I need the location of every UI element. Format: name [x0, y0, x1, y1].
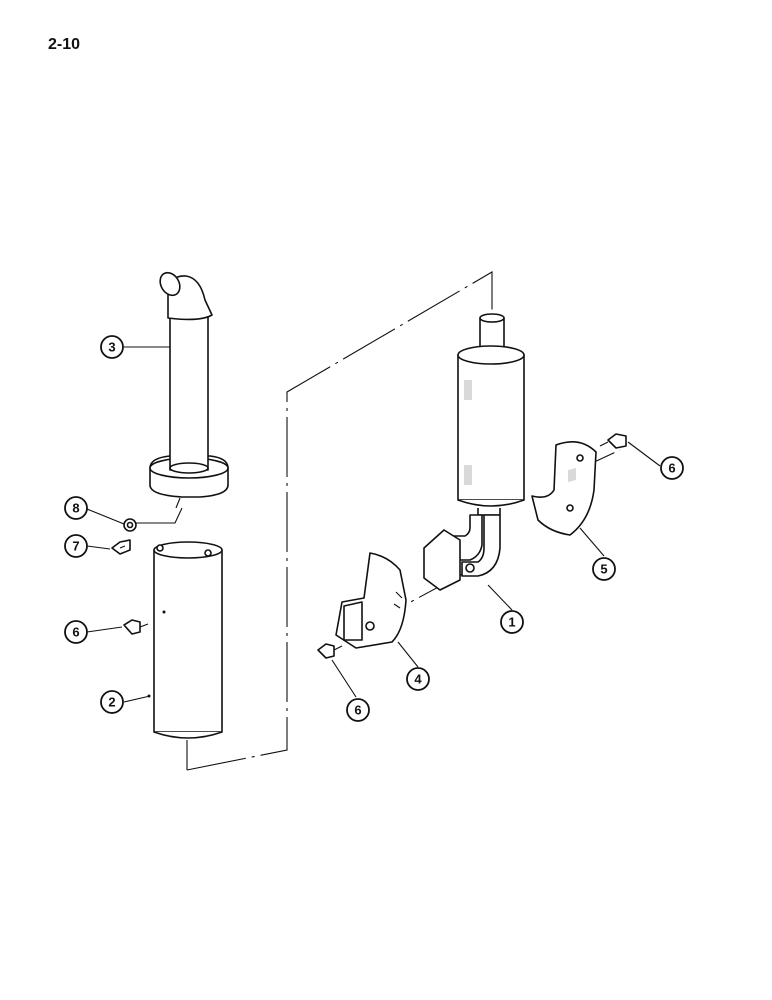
leader-lines: [86, 346, 661, 703]
callout-7: 7: [64, 534, 88, 558]
exhaust-stack: [149, 271, 229, 509]
screw-bottom: [317, 643, 343, 659]
muffler: [423, 313, 525, 591]
washer: [123, 518, 137, 532]
bolt: [111, 539, 131, 555]
callout-6-bottom-label: 6: [354, 703, 361, 718]
upper-shield: [531, 440, 597, 536]
callout-6-right-label: 6: [668, 461, 675, 476]
callout-2: 2: [100, 690, 124, 714]
callout-8-label: 8: [72, 501, 79, 516]
callout-2-label: 2: [108, 695, 115, 710]
shield-tube: [147, 541, 223, 739]
callout-7-label: 7: [72, 539, 79, 554]
callout-6-bottom: 6: [346, 698, 370, 722]
callout-5-label: 5: [600, 562, 607, 577]
callout-3-label: 3: [108, 340, 115, 355]
callout-6-left: 6: [64, 620, 88, 644]
callout-6-right: 6: [660, 456, 684, 480]
callout-4: 4: [406, 667, 430, 691]
lower-shield: [335, 552, 407, 649]
callout-1: 1: [500, 610, 524, 634]
page-number: 2-10: [48, 36, 81, 53]
screw-right: [599, 433, 627, 449]
callout-8: 8: [64, 496, 88, 520]
callout-6-left-label: 6: [72, 625, 79, 640]
screw-left: [123, 619, 149, 635]
callout-4-label: 4: [414, 672, 422, 687]
callout-5: 5: [592, 557, 616, 581]
callout-1-label: 1: [508, 615, 515, 630]
callout-3: 3: [100, 335, 124, 359]
